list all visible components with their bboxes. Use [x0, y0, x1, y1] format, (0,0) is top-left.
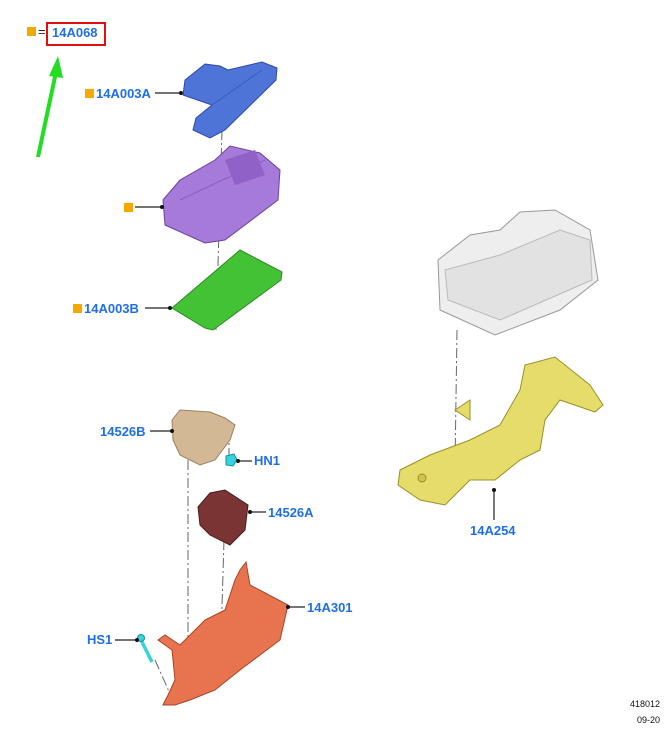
marker-square-icon [124, 203, 133, 212]
marker-square-icon [85, 89, 94, 98]
callout-14526B[interactable]: 14526B [100, 424, 146, 439]
marker-square-icon [27, 27, 36, 36]
part-14A003B[interactable] [171, 249, 283, 331]
part-module-purple[interactable] [162, 145, 281, 244]
green-arrow-icon [36, 56, 63, 158]
leader-lines [115, 92, 495, 641]
part-fuse-box[interactable] [437, 209, 599, 336]
part-HN1[interactable] [225, 453, 238, 467]
part-14A254[interactable] [397, 356, 604, 506]
illustration-date: 09-20 [637, 715, 661, 725]
part-14526B[interactable] [171, 409, 236, 466]
leader-dots [135, 91, 496, 642]
callout-HS1[interactable]: HS1 [87, 632, 113, 647]
illustration-number: 418012 [630, 699, 661, 709]
part-14A301[interactable] [157, 560, 289, 706]
callout-14A003A[interactable]: 14A003A [96, 86, 151, 101]
legend-highlight-box [46, 22, 106, 46]
legend-equals: = [38, 24, 46, 39]
part-14526A[interactable] [197, 489, 249, 546]
part-HS1[interactable] [137, 634, 154, 663]
marker-square-icon [73, 304, 82, 313]
legend-part-number[interactable]: 14A068 [52, 25, 98, 40]
part-14A003A[interactable] [182, 61, 278, 139]
callout-HN1[interactable]: HN1 [254, 453, 281, 468]
callout-14A003B[interactable]: 14A003B [84, 301, 139, 316]
callout-14526A[interactable]: 14526A [268, 505, 314, 520]
callout-14A254[interactable]: 14A254 [470, 523, 516, 538]
callout-14A301[interactable]: 14A301 [307, 600, 353, 615]
